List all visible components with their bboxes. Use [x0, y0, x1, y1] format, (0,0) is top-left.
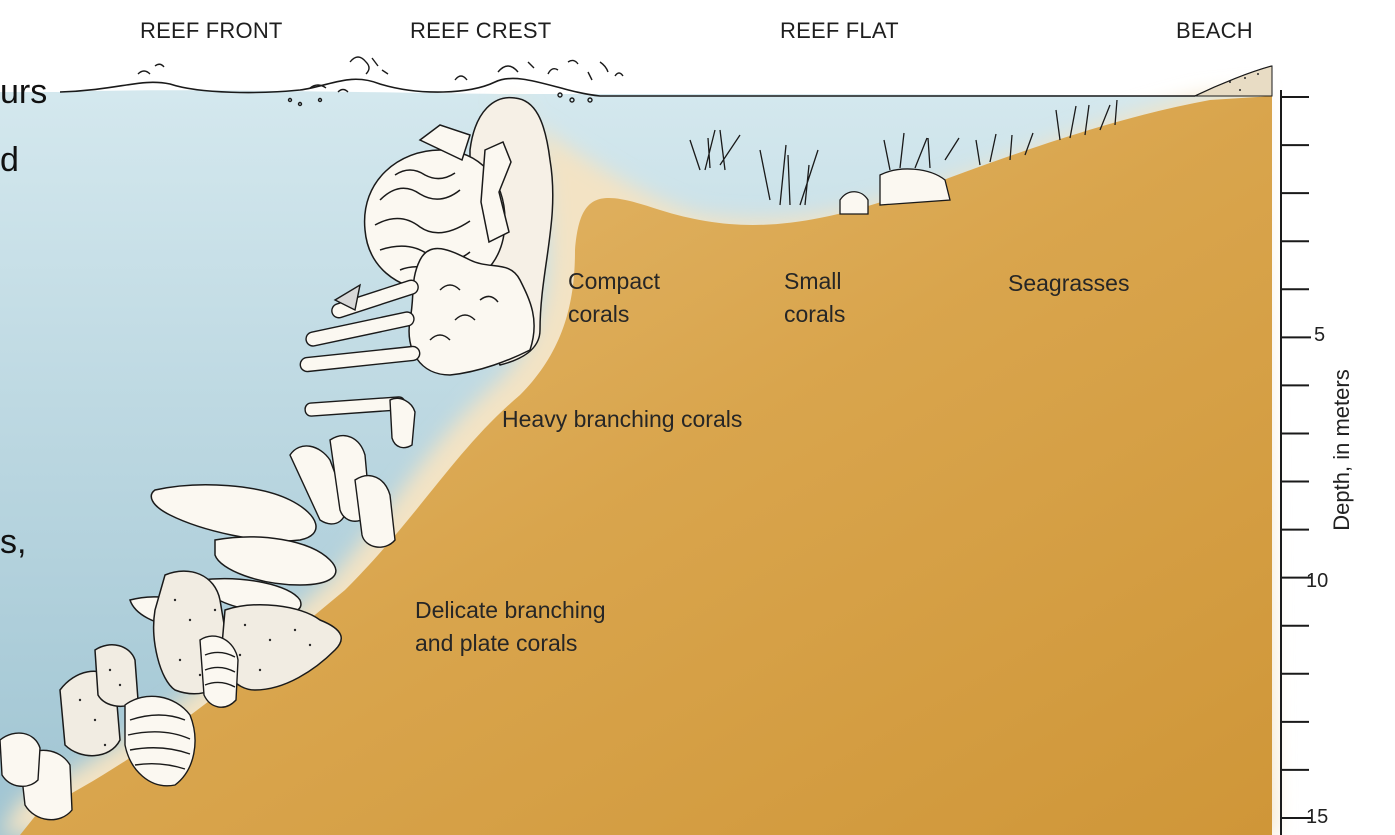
label-seagrasses: Seagrasses	[1008, 267, 1129, 300]
zone-beach: BEACH	[1176, 18, 1253, 44]
depth-axis-title: Depth, in meters	[1329, 369, 1355, 530]
depth-ruler	[1281, 90, 1311, 835]
depth-tick-label-10: 10	[1306, 570, 1328, 593]
cropped-text-fragment: urs	[0, 72, 47, 112]
depth-tick-label-5: 5	[1314, 324, 1325, 347]
zone-reef-crest: REEF CREST	[410, 18, 551, 44]
depth-tick-label-15: 15	[1306, 806, 1328, 829]
cropped-text-fragment: s,	[0, 522, 26, 562]
zone-reef-front: REEF FRONT	[140, 18, 283, 44]
label-heavy-branching-corals: Heavy branching corals	[502, 403, 742, 436]
cropped-text-fragment: d	[0, 140, 19, 180]
zone-reef-flat: REEF FLAT	[780, 18, 899, 44]
